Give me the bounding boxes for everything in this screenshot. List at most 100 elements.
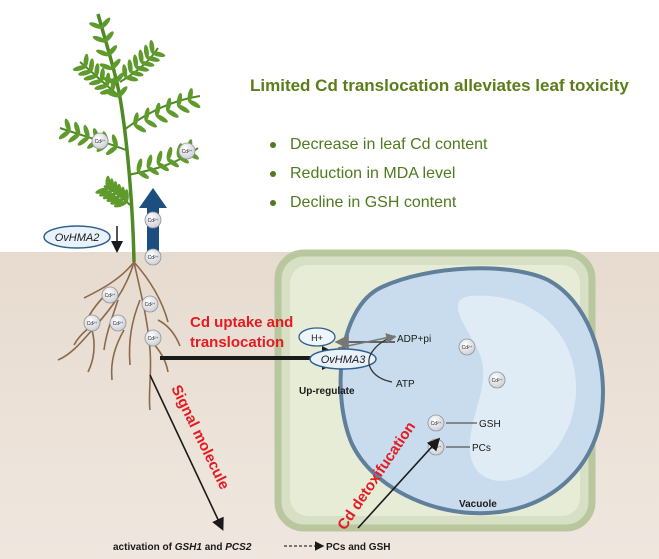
leaflet-icon	[105, 175, 111, 190]
leaflet-icon	[167, 158, 179, 168]
bullet-icon	[270, 171, 276, 177]
leaflet-icon	[78, 70, 92, 76]
leaflet-icon	[143, 44, 149, 59]
svg-text:Cd²⁺: Cd²⁺	[95, 139, 106, 145]
leaflet-icon	[147, 166, 159, 176]
leaflet-icon	[120, 186, 126, 201]
uptake-label-line2: translocation	[190, 334, 285, 351]
leaflet-icon	[94, 84, 109, 90]
leaflet-icon	[135, 65, 149, 72]
cd-ion-icon: Cd²⁺	[101, 286, 119, 304]
leaflet-icon	[127, 59, 133, 74]
leaflet-icon	[165, 97, 172, 112]
leaflet-icon	[89, 22, 103, 29]
gsh-label: GSH	[479, 419, 501, 430]
leaflet-icon	[156, 150, 163, 165]
leaflet-icon	[94, 63, 100, 78]
leaflet-icon	[144, 119, 157, 128]
leaflet-icon	[114, 72, 125, 84]
leaflet-icon	[83, 53, 89, 68]
leaflet-icon	[166, 109, 179, 118]
cd-ion-icon: Cd²⁺	[427, 414, 445, 432]
adp-label: ADP+pi	[397, 334, 431, 345]
uptake-label-line1: Cd uptake and	[190, 314, 294, 331]
bullet-icon	[270, 200, 276, 206]
leaflet-icon	[58, 130, 71, 140]
leaflet-icon	[113, 201, 128, 208]
leaflet-icon	[177, 104, 190, 113]
svg-text:Cd²⁺: Cd²⁺	[182, 149, 193, 155]
svg-text:Cd²⁺: Cd²⁺	[462, 345, 473, 351]
leaflet-icon	[77, 136, 90, 146]
cd-ion-icon: Cd²⁺	[144, 211, 162, 229]
signal-arrow	[149, 374, 224, 531]
headline: Limited Cd translocation alleviates leaf…	[250, 76, 629, 95]
leaflet-icon	[137, 170, 149, 179]
cd-ion-icon: Cd²⁺	[91, 132, 109, 150]
leaflet-icon	[74, 121, 81, 136]
ovhma2-ellipse	[43, 225, 111, 249]
leaflet-icon	[106, 195, 120, 202]
cd-ion-icon: Cd²⁺	[458, 338, 476, 356]
cd-ion-icon: Cd²⁺	[141, 295, 159, 313]
leaflet-icon	[112, 181, 118, 196]
leaflet-icon	[136, 158, 143, 173]
svg-text:Cd²⁺: Cd²⁺	[145, 302, 156, 308]
svg-text:Cd²⁺: Cd²⁺	[87, 321, 98, 327]
ovhma2-label: OvHMA2	[55, 232, 100, 244]
leaflet-icon	[124, 189, 129, 204]
leaflet-icon	[188, 99, 201, 109]
leaflet-icon	[102, 192, 117, 200]
leaflet-icon	[105, 145, 118, 156]
leaflet-icon	[155, 102, 161, 117]
atp-label: ATP	[396, 379, 415, 390]
cd-ion-icon: Cd²⁺	[144, 329, 162, 347]
leaflet-icon	[124, 75, 139, 82]
leaflet-icon	[187, 88, 193, 102]
leaflet-icon	[109, 178, 114, 193]
leaflet-icon	[117, 86, 128, 98]
cd-ion-icon: Cd²⁺	[144, 248, 162, 266]
pcs-cell-label: PCs	[472, 443, 491, 454]
leaflet-icon	[151, 51, 166, 58]
leaflet-icon	[96, 49, 110, 57]
leaflet-icon	[100, 17, 111, 29]
activation-text: activation of GSH1 and PCS2	[113, 542, 252, 553]
leaflet-icon	[144, 107, 150, 122]
svg-text:Cd²⁺: Cd²⁺	[113, 321, 124, 327]
proton-label: H+	[311, 333, 323, 343]
atp-curve	[368, 333, 397, 383]
leaflet-icon	[176, 92, 183, 107]
svg-text:Cd²⁺: Cd²⁺	[492, 378, 503, 384]
leaflet-icon	[133, 124, 147, 133]
leaflet-icon	[133, 54, 139, 69]
leaflet-icon	[110, 58, 121, 70]
svg-text:Cd²⁺: Cd²⁺	[148, 255, 159, 261]
bullet-icon	[270, 142, 276, 148]
plant-icon	[59, 13, 201, 263]
cd-ion-icon: Cd²⁺	[83, 314, 101, 332]
leaflet-icon	[166, 146, 173, 161]
leaflet-icon	[110, 198, 124, 205]
leaflet-icon	[116, 183, 122, 198]
leaflet-icon	[64, 118, 71, 133]
leaflet-icon	[103, 31, 114, 43]
svg-text:Cd²⁺: Cd²⁺	[431, 421, 442, 427]
detox-arrow	[357, 437, 441, 529]
svg-text:Cd²⁺: Cd²⁺	[148, 218, 159, 224]
leaflet-icon	[72, 65, 87, 72]
effect-item: Decline in GSH content	[268, 188, 487, 217]
leaflet-icon	[177, 154, 189, 164]
leaflet-icon	[83, 74, 98, 81]
leaflet-icon	[99, 190, 113, 197]
leaflet-icon	[106, 90, 120, 98]
upregulate-label: Up-regulate	[299, 386, 355, 397]
product-label: PCs and GSH	[326, 542, 390, 553]
leaflet-icon	[83, 124, 90, 139]
vacuole	[338, 266, 605, 516]
leaflet-icon	[129, 70, 144, 77]
leaflet-icon	[111, 134, 118, 148]
leaflet-icon	[146, 56, 160, 62]
leaflet-icon	[140, 61, 155, 67]
